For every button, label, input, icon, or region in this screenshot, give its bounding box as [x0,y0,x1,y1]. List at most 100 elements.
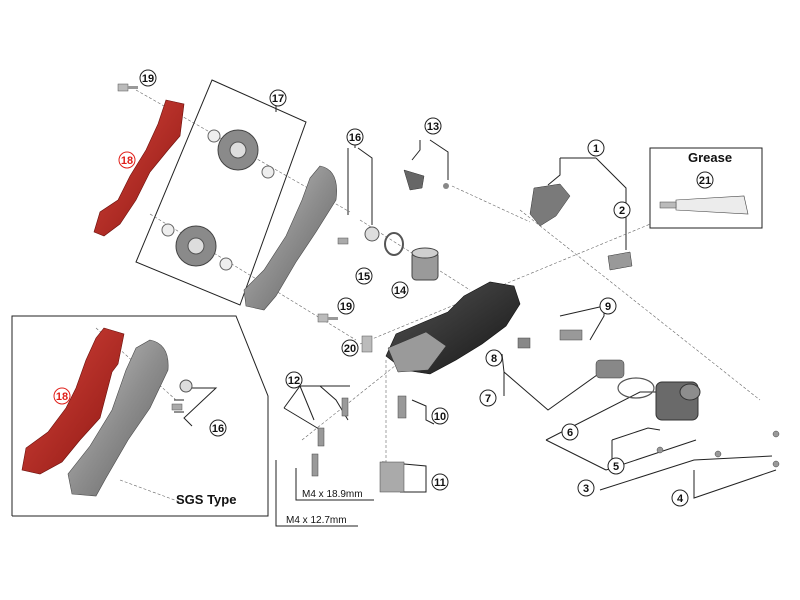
cage-bolt-lower [317,313,338,323]
callout-circle [118,151,136,169]
callout-7: 7 [479,389,497,407]
callout-4: 4 [671,489,689,507]
callout-circle [341,339,359,357]
callout-19: 19 [139,69,157,87]
callout-14: 14 [391,281,409,299]
guide-pulley [207,129,275,179]
callout-1: 1 [587,139,605,157]
callout-circle [431,473,449,491]
callout-number: 6 [567,427,573,439]
callout-9: 9 [599,297,617,315]
callout-15: 15 [355,267,373,285]
stabilizer-cover [655,381,701,421]
callout-circle [285,371,303,389]
callout-circle [485,349,503,367]
callout-circle [337,297,355,315]
callout-circle [346,128,364,146]
callout-circle [607,457,625,475]
callout-circle [613,201,631,219]
callout-number: 2 [619,205,625,217]
callout-number: 19 [142,73,154,85]
seal-ring [617,377,655,399]
callout-circle [599,297,617,315]
callout-16: 16 [346,128,364,146]
callout-11: 11 [431,473,449,491]
cage-bushing [364,226,380,242]
callout-3: 3 [577,479,595,497]
cable-adjust-barrel [559,329,583,341]
dimension-label-short: M4 x 12.7mm [286,515,347,526]
derailleur-link [387,331,447,373]
callout-circle [479,389,497,407]
callout-circle [671,489,689,507]
callout-21: 21 [696,171,714,189]
callout-circle [577,479,595,497]
callout-13: 13 [424,117,442,135]
cover-screws [656,430,780,468]
callout-number: 15 [358,271,370,283]
callout-circle [139,69,157,87]
mounting-screws [311,397,349,477]
cage-stopper-screw [443,183,449,189]
outer-cage-plate-sgs [67,339,169,497]
outer-cage-plate [243,165,337,311]
tension-pulley [161,223,233,271]
callout-number: 18 [121,155,133,167]
stroke-adjust-screws [379,461,405,493]
callout-18: 18 [53,387,71,405]
cage-stop-bolt [337,237,349,245]
bracket-axle-unit [529,183,571,227]
sgs-type-inset: SGS Type [11,315,269,517]
callout-5: 5 [607,457,625,475]
callout-number: 14 [394,285,407,297]
tension-spring [384,232,404,256]
callout-circle [424,117,442,135]
bracket-bolt [607,251,633,271]
callout-number: 12 [288,375,300,387]
callout-10: 10 [431,407,449,425]
b-tension-screw [397,395,407,419]
callout-19: 19 [337,297,355,315]
callout-number: 13 [427,121,439,133]
callout-number: 20 [344,343,356,355]
callout-17: 17 [269,89,287,107]
grease-label: Grease [688,150,732,165]
callout-number: 4 [677,493,684,505]
cage-bushing-sgs [179,379,193,393]
sgs-type-label: SGS Type [176,492,236,507]
callout-8: 8 [485,349,503,367]
grease-tube-cap [659,201,677,209]
callout-number: 21 [699,175,711,187]
callout-circle [431,407,449,425]
callout-number: 16 [212,423,224,435]
callout-circle [561,423,579,441]
callout-2: 2 [613,201,631,219]
cage-bolt [117,83,138,92]
cage-bolt-sgs [171,403,183,411]
dimension-label-long: M4 x 18.9mm [302,489,363,500]
callout-12: 12 [285,371,303,389]
callout-circle [696,171,714,189]
callout-number: 3 [583,483,589,495]
callout-number: 5 [613,461,619,473]
callout-number: 19 [340,301,352,313]
callout-number: 8 [491,353,497,365]
callout-number: 7 [485,393,491,405]
p-axle-unit [411,247,439,281]
callout-circle [355,267,373,285]
callout-circle [209,419,227,437]
callout-16: 16 [209,419,227,437]
callout-circle [53,387,71,405]
callout-6: 6 [561,423,579,441]
callout-number: 1 [593,143,599,155]
callout-18: 18 [118,151,136,169]
cage-stopper-plate [403,169,425,191]
callout-circle [269,89,287,107]
adjust-screw [517,337,531,349]
callout-number: 18 [56,391,68,403]
callout-20: 20 [341,339,359,357]
inner-cage-plate [93,99,185,237]
link-pin [361,335,373,353]
